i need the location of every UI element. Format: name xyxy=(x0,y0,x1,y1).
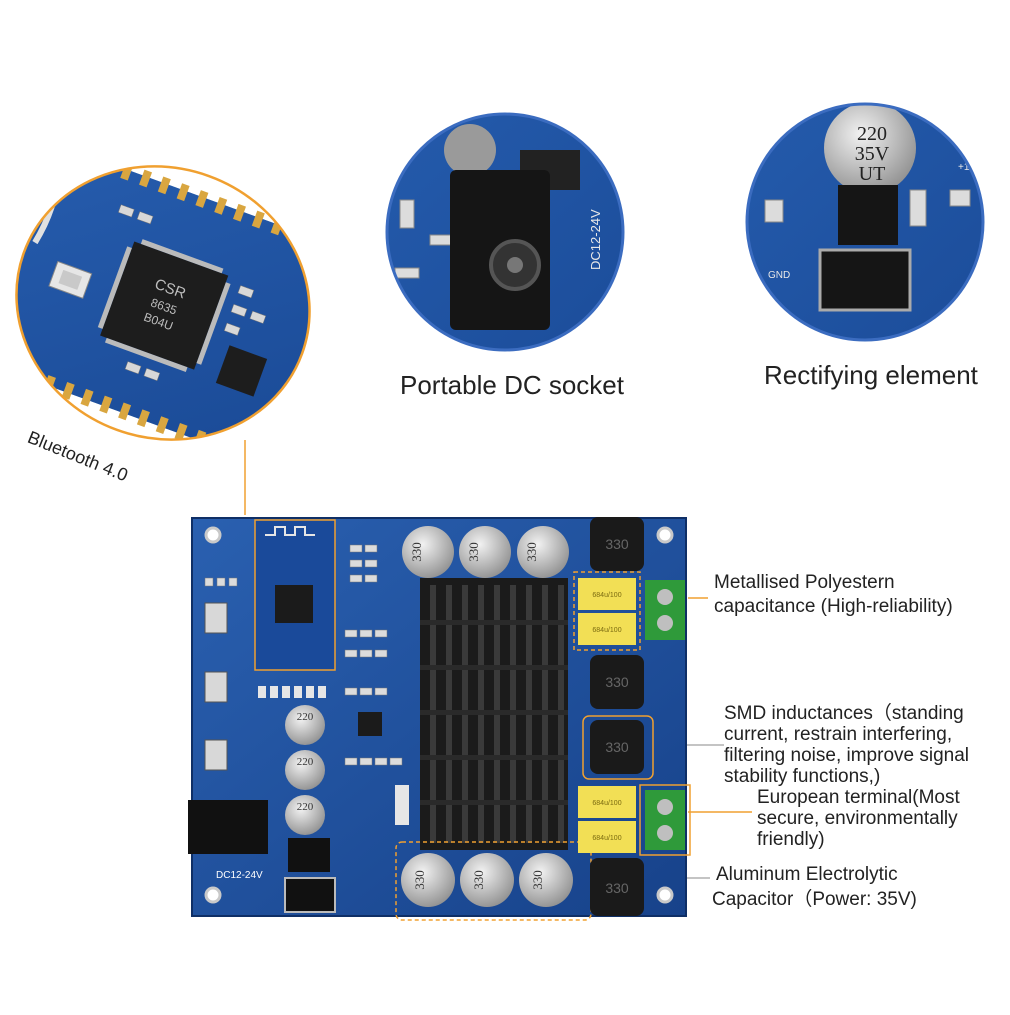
main-board: DC12-24V xyxy=(188,517,691,921)
smd-line-1: SMD inductances（standing xyxy=(724,703,964,724)
terminal-line-1: European terminal(Most xyxy=(757,787,960,808)
cap-top-3-value: 330 xyxy=(524,542,539,562)
capacitor-column-left: 220 220 220 xyxy=(285,705,325,835)
electrolytic-caption: Aluminum Electrolytic Capacitor（Power: 3… xyxy=(712,863,917,912)
rect-cap-line-1: 220 xyxy=(857,123,887,145)
smd-caption: SMD inductances（standing current, restra… xyxy=(724,703,970,788)
rect-cap-line-2: 35V xyxy=(855,143,890,165)
cap-left-1-value: 220 xyxy=(297,711,314,723)
rectifier-zoom: 220 35V UT +12V GND xyxy=(745,102,985,342)
terminal-line-2: secure, environmentally xyxy=(757,807,958,829)
film-capacitors: 684u/100 684u/100 684u/100 684u/100 xyxy=(573,571,641,853)
smd-line-4: stability functions,) xyxy=(724,765,881,787)
rectifier-caption: Rectifying element xyxy=(764,360,978,390)
cap-top-1-value: 330 xyxy=(409,542,424,562)
electrolytic-line-1: Aluminum Electrolytic xyxy=(716,864,898,885)
metallised-line-2: capacitance (High-reliability) xyxy=(714,595,953,617)
bluetooth-chip xyxy=(100,241,229,370)
button-group xyxy=(204,602,228,771)
board-dc-socket xyxy=(188,800,268,854)
dc-socket-caption: Portable DC socket xyxy=(400,370,624,400)
heatsink xyxy=(420,578,568,850)
capacitor-row-top: 330 330 330 xyxy=(402,526,569,578)
board-dc-label: DC12-24V xyxy=(216,870,263,881)
cap-bot-2-value: 330 xyxy=(471,870,486,890)
bluetooth-zoom: CSR 8635 B04U xyxy=(0,144,349,467)
gnd-zoom-label: GND xyxy=(768,270,790,281)
inductors: 330 330 330 330 xyxy=(582,517,654,916)
metallised-line-1: Metallised Polyestern xyxy=(714,572,895,593)
capacitor-row-bottom: 330 330 330 xyxy=(395,841,592,921)
inductor-1-value: 330 xyxy=(605,536,629,552)
film-cap-4-label: 684u/100 xyxy=(592,835,621,842)
cap-top-2-value: 330 xyxy=(466,542,481,562)
cap-left-2-value: 220 xyxy=(297,756,314,768)
film-cap-2-label: 684u/100 xyxy=(592,627,621,634)
inductor-3-value: 330 xyxy=(605,739,629,755)
dc-socket-zoom: DC12-24V xyxy=(385,112,625,352)
terminal-line-3: friendly) xyxy=(757,828,825,850)
cap-left-3-value: 220 xyxy=(297,801,314,813)
dc-zoom-label: DC12-24V xyxy=(588,209,603,270)
terminal-blocks xyxy=(639,580,691,856)
film-cap-1-label: 684u/100 xyxy=(592,592,621,599)
cap-bot-3-value: 330 xyxy=(530,870,545,890)
inductor-4-value: 330 xyxy=(605,880,629,896)
cap-bot-1-value: 330 xyxy=(412,870,427,890)
inductor-2-value: 330 xyxy=(605,674,629,690)
rect-cap-line-3: UT xyxy=(859,163,886,185)
film-cap-3-label: 684u/100 xyxy=(592,800,621,807)
smd-line-3: filtering noise, improve signal xyxy=(724,744,970,766)
electrolytic-line-2: Capacitor（Power: 35V) xyxy=(712,888,917,910)
smd-line-2: current, restrain interfering, xyxy=(724,723,953,745)
terminal-caption: European terminal(Most secure, environme… xyxy=(757,787,960,851)
metallised-caption: Metallised Polyestern capacitance (High-… xyxy=(714,573,953,617)
